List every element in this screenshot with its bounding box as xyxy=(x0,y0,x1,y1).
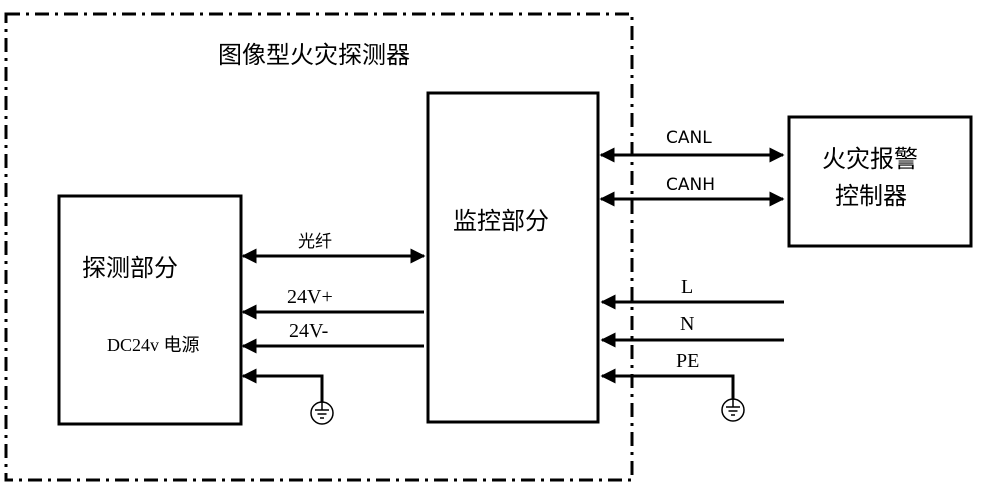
detection-ground-wire xyxy=(241,368,324,403)
detector-title: 图像型火灾探测器 xyxy=(218,41,410,69)
power-supply-label: DC24v 电源 xyxy=(107,335,200,355)
monitoring-part-box xyxy=(426,91,600,424)
v-plus-label: 24V+ xyxy=(287,286,333,308)
ground-icon xyxy=(310,401,334,425)
ground-icon xyxy=(721,398,745,422)
n-label: N xyxy=(680,313,694,335)
monitoring-part-label: 监控部分 xyxy=(453,207,549,235)
pe-label: PE xyxy=(676,350,699,372)
v-minus-label: 24V- xyxy=(289,320,328,342)
fiber-label: 光纤 xyxy=(298,232,332,252)
controller-label-line2: 控制器 xyxy=(835,182,907,210)
detector-boundary xyxy=(4,12,634,482)
controller-label-line1: 火灾报警 xyxy=(822,145,918,173)
l-label: L xyxy=(681,276,693,298)
detection-part-label: 探测部分 xyxy=(82,254,178,282)
detection-part-box xyxy=(57,194,243,426)
canl-label: CANL xyxy=(666,128,712,148)
canh-label: CANH xyxy=(666,175,715,195)
pe-wire xyxy=(600,368,735,399)
fire-alarm-controller-box xyxy=(787,115,973,248)
